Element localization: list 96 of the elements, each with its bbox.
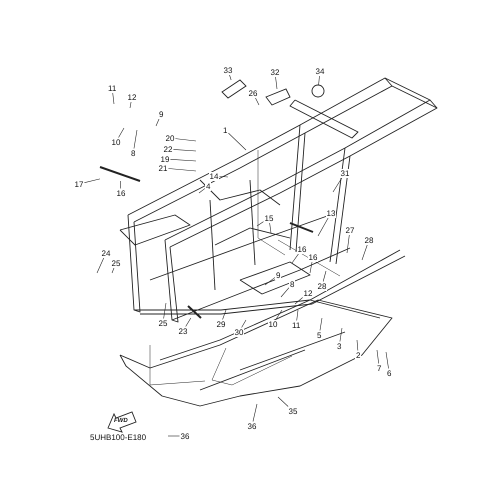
plate-part <box>221 79 247 99</box>
callout-number: 2 <box>355 350 362 360</box>
plate-part <box>265 88 291 106</box>
callout-number: 24 <box>100 248 112 258</box>
callout-number: 14 <box>208 172 220 180</box>
callout-number: 6 <box>386 368 392 378</box>
leader-line <box>134 130 138 149</box>
callout-number: 3 <box>336 342 342 350</box>
callout-number: 36 <box>246 422 258 430</box>
leader-line <box>120 180 122 189</box>
callout-number: 27 <box>344 226 356 234</box>
callout-number: 16 <box>116 188 126 198</box>
callout-number: 26 <box>248 88 258 98</box>
callout-number: 11 <box>107 84 118 92</box>
leader-line <box>340 328 342 342</box>
leader-line <box>228 132 246 150</box>
leader-line <box>130 101 132 108</box>
leader-line <box>118 128 124 138</box>
leader-line <box>252 404 258 422</box>
leader-line <box>185 318 192 327</box>
bolt-part <box>100 166 140 182</box>
callout-number: 13 <box>326 208 336 218</box>
callout-number: 20 <box>164 134 176 142</box>
leader-line <box>168 168 196 172</box>
leader-line <box>175 138 196 142</box>
leader-line <box>156 118 160 126</box>
leader-line <box>170 159 196 162</box>
leader-line <box>229 74 232 80</box>
callout-number: 25 <box>110 258 122 268</box>
callout-number: 1 <box>222 126 228 134</box>
leader-line <box>292 253 300 264</box>
callout-number: 10 <box>268 320 278 328</box>
leader-line <box>222 310 226 320</box>
leader-line <box>241 320 246 328</box>
callout-number: 28 <box>316 282 328 290</box>
callout-number: 35 <box>288 406 298 416</box>
leader-line <box>96 257 104 274</box>
callout-number: 16 <box>308 252 318 262</box>
leader-line <box>254 97 260 106</box>
callout-number: 33 <box>222 66 234 74</box>
callout-number: 25 <box>158 318 168 328</box>
leader-line <box>84 178 100 183</box>
callout-number: 15 <box>264 214 274 222</box>
leader-line <box>280 287 290 298</box>
leader-line <box>112 92 114 104</box>
callout-number: 11 <box>291 320 302 330</box>
callout-number: 31 <box>340 168 350 178</box>
bolt-part <box>187 305 202 319</box>
callout-number: 29 <box>216 320 226 328</box>
leader-line <box>318 75 320 86</box>
callout-number: 17 <box>74 180 84 188</box>
callout-number: 12 <box>126 92 138 102</box>
leader-line <box>219 176 228 178</box>
leader-line <box>310 261 312 274</box>
leader-line <box>173 149 196 152</box>
callout-number: 16 <box>296 244 308 254</box>
callout-number: 23 <box>178 326 188 336</box>
leader-line <box>198 188 206 194</box>
leader-line <box>362 244 368 260</box>
callout-number: 4 <box>205 182 212 190</box>
leader-line <box>256 221 264 226</box>
callout-number: 34 <box>314 66 326 76</box>
callout-number: 5 <box>316 330 322 340</box>
leader-line <box>276 310 282 320</box>
leader-line <box>332 177 342 192</box>
callout-number: 36 <box>180 432 190 440</box>
callout-number: 22 <box>162 144 174 154</box>
leader-line <box>386 352 389 369</box>
callout-number: 28 <box>364 236 374 244</box>
callout-number: 8 <box>130 148 136 158</box>
leader-line <box>294 297 303 304</box>
callout-number: 9 <box>275 270 282 280</box>
leader-line <box>275 76 278 90</box>
callout-number: 12 <box>302 288 314 298</box>
leader-line <box>346 234 350 254</box>
callout-number: 30 <box>234 328 244 336</box>
leader-line <box>320 318 322 331</box>
leader-line <box>112 267 114 274</box>
callout-number: 10 <box>110 138 122 146</box>
leader-line <box>296 310 298 321</box>
part-code: 5UHB100-E180 <box>90 432 146 442</box>
leader-line <box>264 277 276 286</box>
callout-number: 9 <box>158 110 164 118</box>
callout-number: 8 <box>289 280 296 288</box>
callout-number: 19 <box>160 154 170 164</box>
leader-line <box>322 270 326 282</box>
leader-line <box>318 217 329 236</box>
o-ring-part <box>312 84 324 98</box>
leader-line <box>278 396 288 407</box>
leader-line <box>269 222 272 234</box>
leader-line <box>163 302 166 319</box>
callout-number: 32 <box>270 68 280 76</box>
callout-number: 21 <box>158 164 168 172</box>
callout-number: 7 <box>376 364 382 372</box>
leader-line <box>376 350 379 364</box>
leader-line <box>356 340 358 351</box>
